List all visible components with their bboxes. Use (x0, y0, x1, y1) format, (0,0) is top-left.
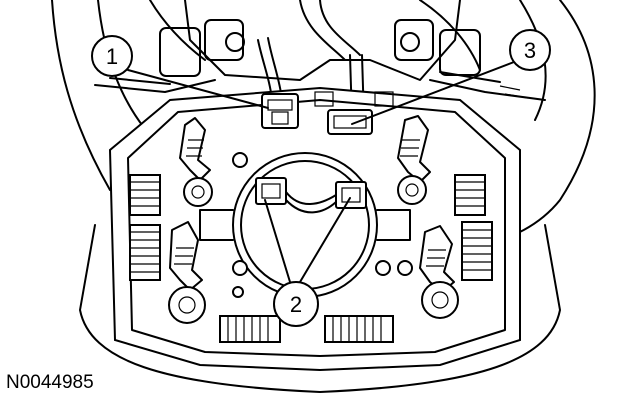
callout-3-label: 3 (524, 38, 536, 63)
upper-hub (94, 0, 546, 101)
callout-2: 2 (273, 281, 319, 327)
figure-id: N0044985 (6, 372, 94, 393)
steering-wheel-rim (51, 0, 596, 246)
ribbed-vents (129, 174, 493, 343)
connector-1 (261, 93, 299, 129)
callout-3: 3 (509, 29, 551, 71)
callout-1-label: 1 (106, 44, 118, 69)
clockspring (199, 152, 411, 298)
callout-2-label: 2 (290, 292, 302, 317)
leader-lines (127, 61, 515, 283)
spring-clips (169, 115, 455, 293)
callout-1: 1 (91, 35, 133, 77)
connector-3 (314, 91, 394, 135)
mounting-bosses (168, 152, 459, 324)
